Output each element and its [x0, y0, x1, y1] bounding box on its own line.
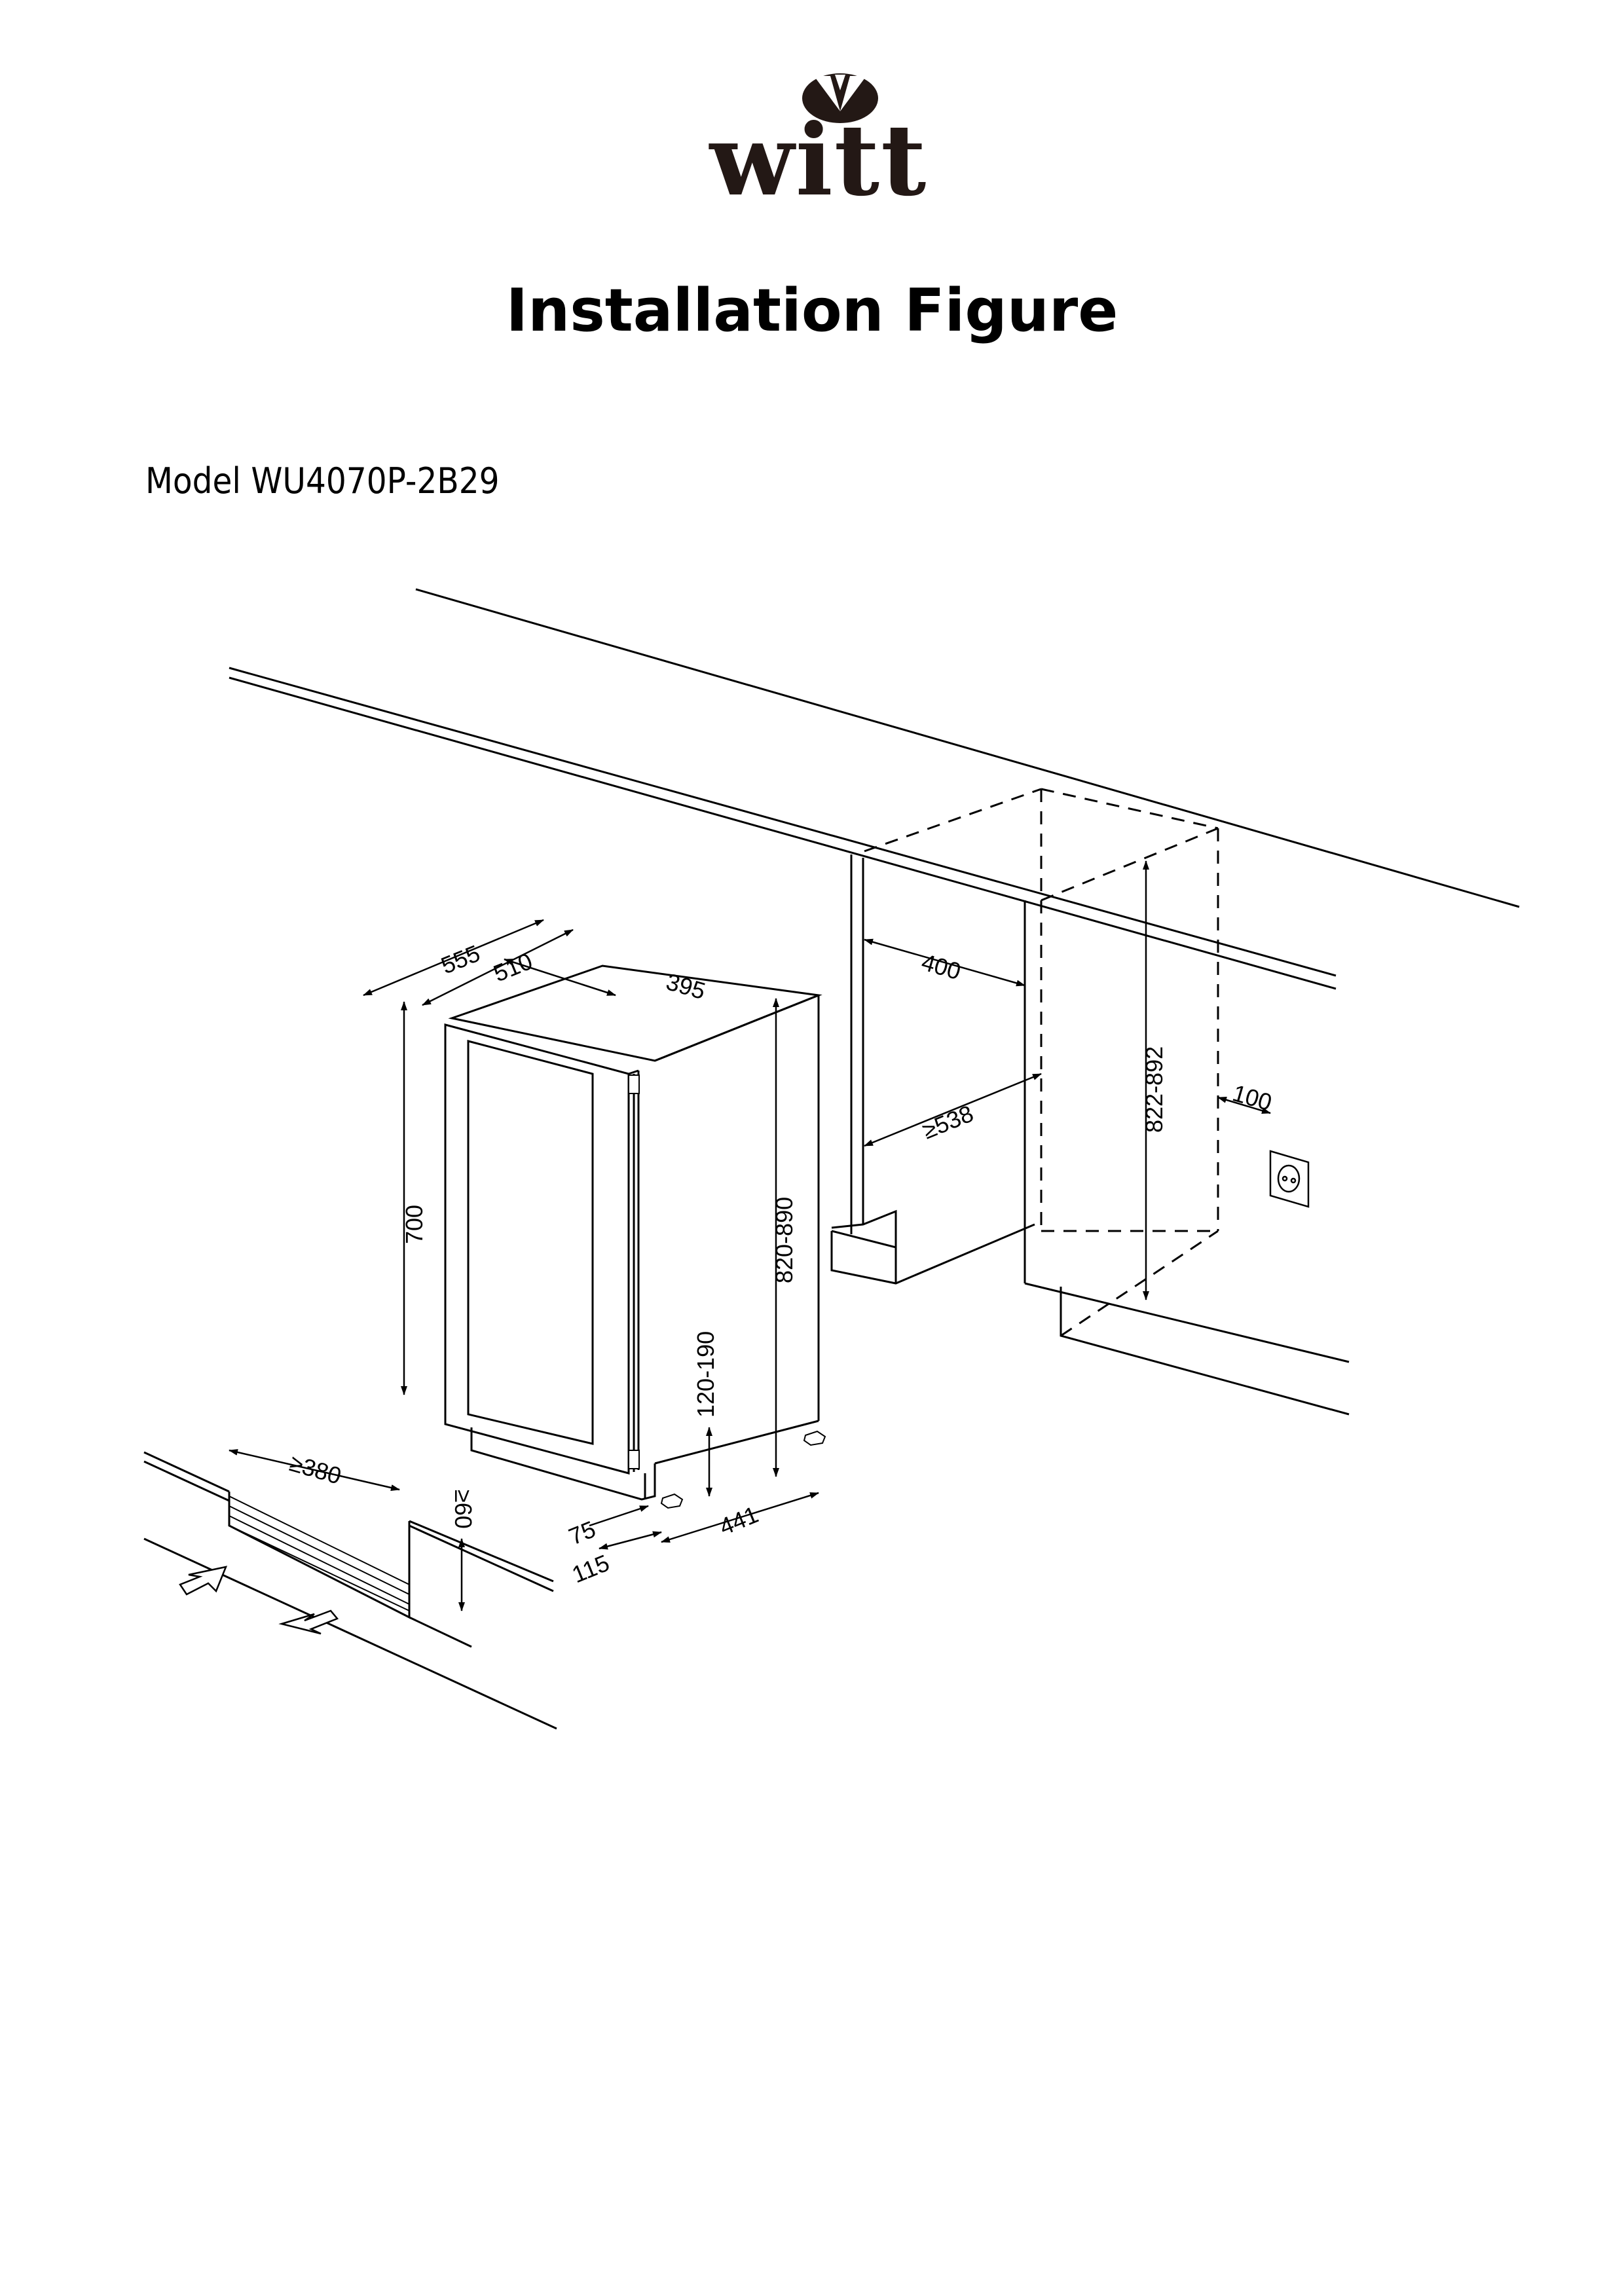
vent-grille [229, 1496, 410, 1611]
dim-vent-width: ≥380 [287, 1449, 344, 1489]
brand-wordmark: witt [709, 103, 928, 218]
air-out-arrow-icon [278, 1609, 339, 1635]
counter-edge-line-2 [229, 676, 1337, 990]
dim-plinth-height: 120-190 [692, 1331, 719, 1418]
dim-base-width: 441 [716, 1501, 762, 1541]
dim-niche-width: 400 [919, 948, 964, 985]
dim-height-range: 820-890 [771, 1197, 798, 1283]
page-title: Installation Figure [506, 276, 1118, 345]
appliance-door [444, 1023, 630, 1475]
dim-door-height: 700 [401, 1205, 428, 1244]
dim-socket-offset: 100 [1230, 1079, 1275, 1116]
hinge-icon [628, 1074, 640, 1469]
brand-logo: witt [681, 72, 956, 210]
air-in-arrow-icon [179, 1566, 228, 1596]
dim-width: 395 [663, 968, 709, 1004]
logo-mark-icon [802, 73, 878, 123]
counter-edge-line-1 [229, 667, 1337, 977]
adjustable-foot-icon [660, 1430, 826, 1509]
dim-plinth-offset: 115 [568, 1549, 614, 1588]
dim-depth-total: 555 [437, 940, 484, 980]
dim-niche-depth: ≥538 [919, 1099, 977, 1144]
dim-door-offset: 75 [565, 1515, 599, 1550]
dim-depth-body: 510 [490, 947, 536, 987]
model-number: Model WU4070P-2B29 [145, 460, 500, 502]
door-glass [467, 1040, 594, 1445]
power-socket-icon [1269, 1150, 1310, 1208]
dim-niche-height: 822-892 [1141, 1046, 1168, 1133]
dim-vent-height: ≥60 [450, 1490, 477, 1529]
wall-top-line [415, 588, 1520, 908]
